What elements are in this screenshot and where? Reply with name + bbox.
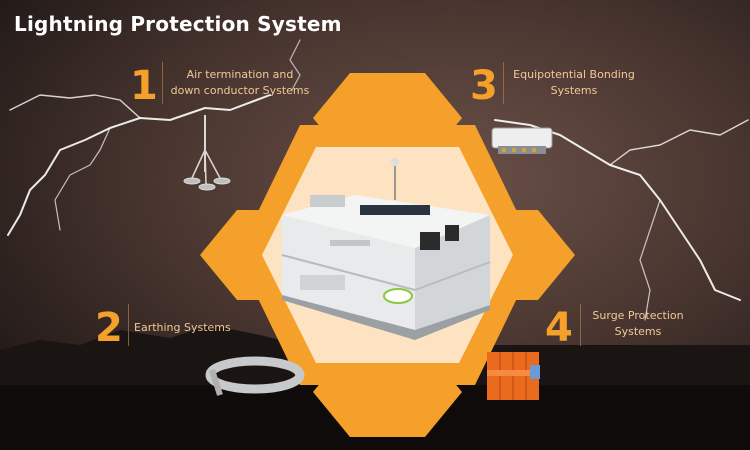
item-4-label: Surge Protection Systems: [584, 308, 692, 340]
surge-protector-icon: [487, 352, 540, 400]
page-title: Lightning Protection System: [14, 12, 342, 36]
air-terminal-mast-icon: [183, 115, 231, 191]
lightning-bolt-left: [7, 94, 271, 236]
item-3-number: 3: [470, 63, 498, 109]
item-1-label-line2: down conductor Systems: [170, 84, 310, 97]
building-cutaway-illustration: [281, 158, 491, 340]
earthing-strip-coil-icon: [205, 356, 305, 396]
lightning-bolt-right-branch2: [639, 199, 661, 321]
lightning-bolt-left-branch: [9, 94, 141, 119]
item-2-label-line1: Earthing Systems: [134, 321, 231, 334]
item-3-label-line1: Equipotential Bonding: [513, 68, 635, 81]
item-4-divider: [580, 304, 581, 346]
lightning-bolt-top: [289, 39, 301, 91]
item-3-divider: [503, 62, 504, 104]
lightning-bolt-left-branch2: [54, 127, 111, 231]
item-2-divider: [128, 304, 129, 346]
item-1-number: 1: [130, 63, 158, 109]
item-1-label-line1: Air termination and: [186, 68, 294, 81]
item-4-label-line1: Surge Protection: [592, 309, 684, 322]
item-4-label-line2: Systems: [614, 325, 662, 338]
item-2-number: 2: [95, 305, 123, 351]
item-1-label: Air termination and down conductor Syste…: [166, 67, 314, 99]
item-2-label: Earthing Systems: [134, 320, 231, 336]
item-4-number: 4: [545, 305, 573, 351]
item-3-label: Equipotential Bonding Systems: [506, 67, 642, 99]
item-1-divider: [162, 62, 163, 104]
bonding-bar-icon: [491, 127, 553, 154]
item-3-label-line2: Systems: [550, 84, 598, 97]
lightning-bolt-right-branch: [609, 119, 749, 166]
